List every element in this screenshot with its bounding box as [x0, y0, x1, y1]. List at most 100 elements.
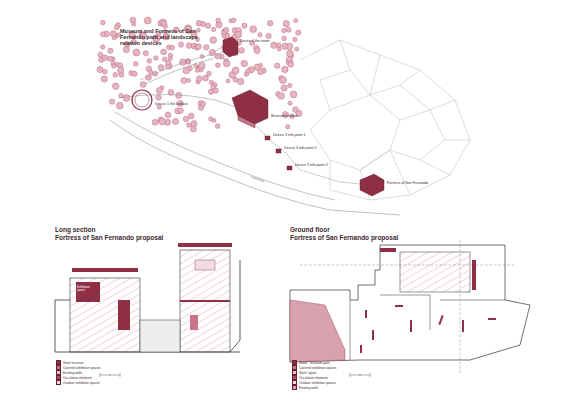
legend-swatch [292, 385, 297, 390]
long-section [55, 243, 240, 377]
tree [149, 70, 153, 74]
map-label: Device 3 info point 1 [273, 134, 306, 138]
tree [238, 78, 244, 84]
tree [288, 62, 294, 68]
legend-row: Outdoor exhibition spaces [292, 380, 336, 385]
tree [254, 48, 260, 54]
tree [212, 27, 216, 31]
tree [100, 32, 105, 37]
tree [183, 116, 189, 122]
tree [102, 55, 108, 61]
tree [183, 67, 190, 74]
tree [114, 25, 119, 30]
map-label: Museum/Institute [271, 115, 298, 119]
tree [158, 65, 164, 71]
tree [196, 44, 202, 50]
tree [156, 95, 162, 101]
tree [133, 61, 138, 66]
tree [286, 27, 291, 32]
tree [210, 37, 217, 44]
tree [161, 49, 167, 55]
space-label: Exhibition space [77, 286, 97, 293]
tree [276, 43, 281, 48]
tree [198, 105, 203, 110]
tree [168, 53, 172, 57]
tree [199, 62, 205, 68]
tree [196, 28, 200, 32]
tree [212, 119, 216, 123]
tree [154, 56, 159, 61]
tree [213, 88, 218, 93]
tree [160, 19, 167, 26]
tree [271, 42, 277, 48]
legend-text: Stone - museum path [299, 361, 329, 365]
tree [152, 119, 158, 125]
tree [232, 67, 239, 74]
tree [250, 26, 257, 33]
tree [287, 50, 294, 57]
tree [112, 83, 119, 90]
tree [267, 20, 273, 26]
tree [277, 47, 281, 51]
tree [294, 19, 298, 23]
map-label: Device 3 info point 2 [284, 147, 317, 151]
tree [216, 63, 221, 68]
legend-row: Stone - museum path [292, 360, 329, 365]
tree [101, 45, 105, 49]
tree [295, 47, 299, 51]
tree [288, 101, 292, 105]
legend-row: Covered exhibition spaces [56, 365, 100, 370]
tree [161, 21, 166, 26]
legend-row: Circulation elements [56, 375, 92, 380]
tree [280, 77, 287, 84]
tree [222, 34, 226, 38]
tree [293, 37, 297, 41]
tree [258, 33, 262, 37]
legend-row: Covered exhibition spaces [292, 365, 336, 370]
tree [241, 60, 248, 67]
tree [233, 77, 238, 82]
tree [290, 91, 297, 98]
tree [282, 36, 287, 41]
tree [118, 67, 124, 73]
map-label: Fortress of San Fernando [387, 182, 428, 186]
tree [176, 92, 182, 98]
tree [140, 82, 146, 88]
tree [101, 20, 106, 25]
tree [208, 89, 213, 94]
map-label: Device 3 info point 3 [295, 164, 328, 168]
tree [143, 51, 148, 56]
tree [173, 118, 179, 124]
tree [288, 83, 292, 87]
road-label: Carretera [250, 176, 265, 184]
tree [287, 43, 293, 49]
tree [147, 59, 152, 64]
tree [207, 71, 212, 76]
tree [123, 95, 130, 102]
tree [187, 123, 192, 128]
tree [235, 31, 242, 38]
legend-text: Covered exhibition spaces [299, 366, 336, 370]
legend-row: Outdoor exhibition spaces [56, 380, 100, 385]
section-subheading: Fortress of San Fernando proposal [55, 234, 163, 241]
legend-text: Outdoor exhibition spaces [299, 381, 336, 385]
tree [130, 17, 136, 23]
legend-row: Circulation elements [292, 375, 328, 380]
tree [215, 124, 220, 129]
tree [258, 69, 264, 75]
tree [286, 57, 291, 62]
legend-text: Circulation elements [63, 376, 92, 380]
map-label: Device 1 the lookout [155, 103, 188, 107]
tree [108, 56, 113, 61]
tree [109, 99, 114, 104]
building [132, 37, 384, 196]
tree [156, 88, 162, 94]
tree [226, 79, 230, 83]
tree [275, 63, 280, 68]
tree [283, 21, 289, 27]
legend-swatch [56, 380, 61, 385]
tree [112, 64, 116, 68]
tree [281, 85, 287, 91]
tree [296, 30, 301, 35]
tree [123, 47, 129, 53]
